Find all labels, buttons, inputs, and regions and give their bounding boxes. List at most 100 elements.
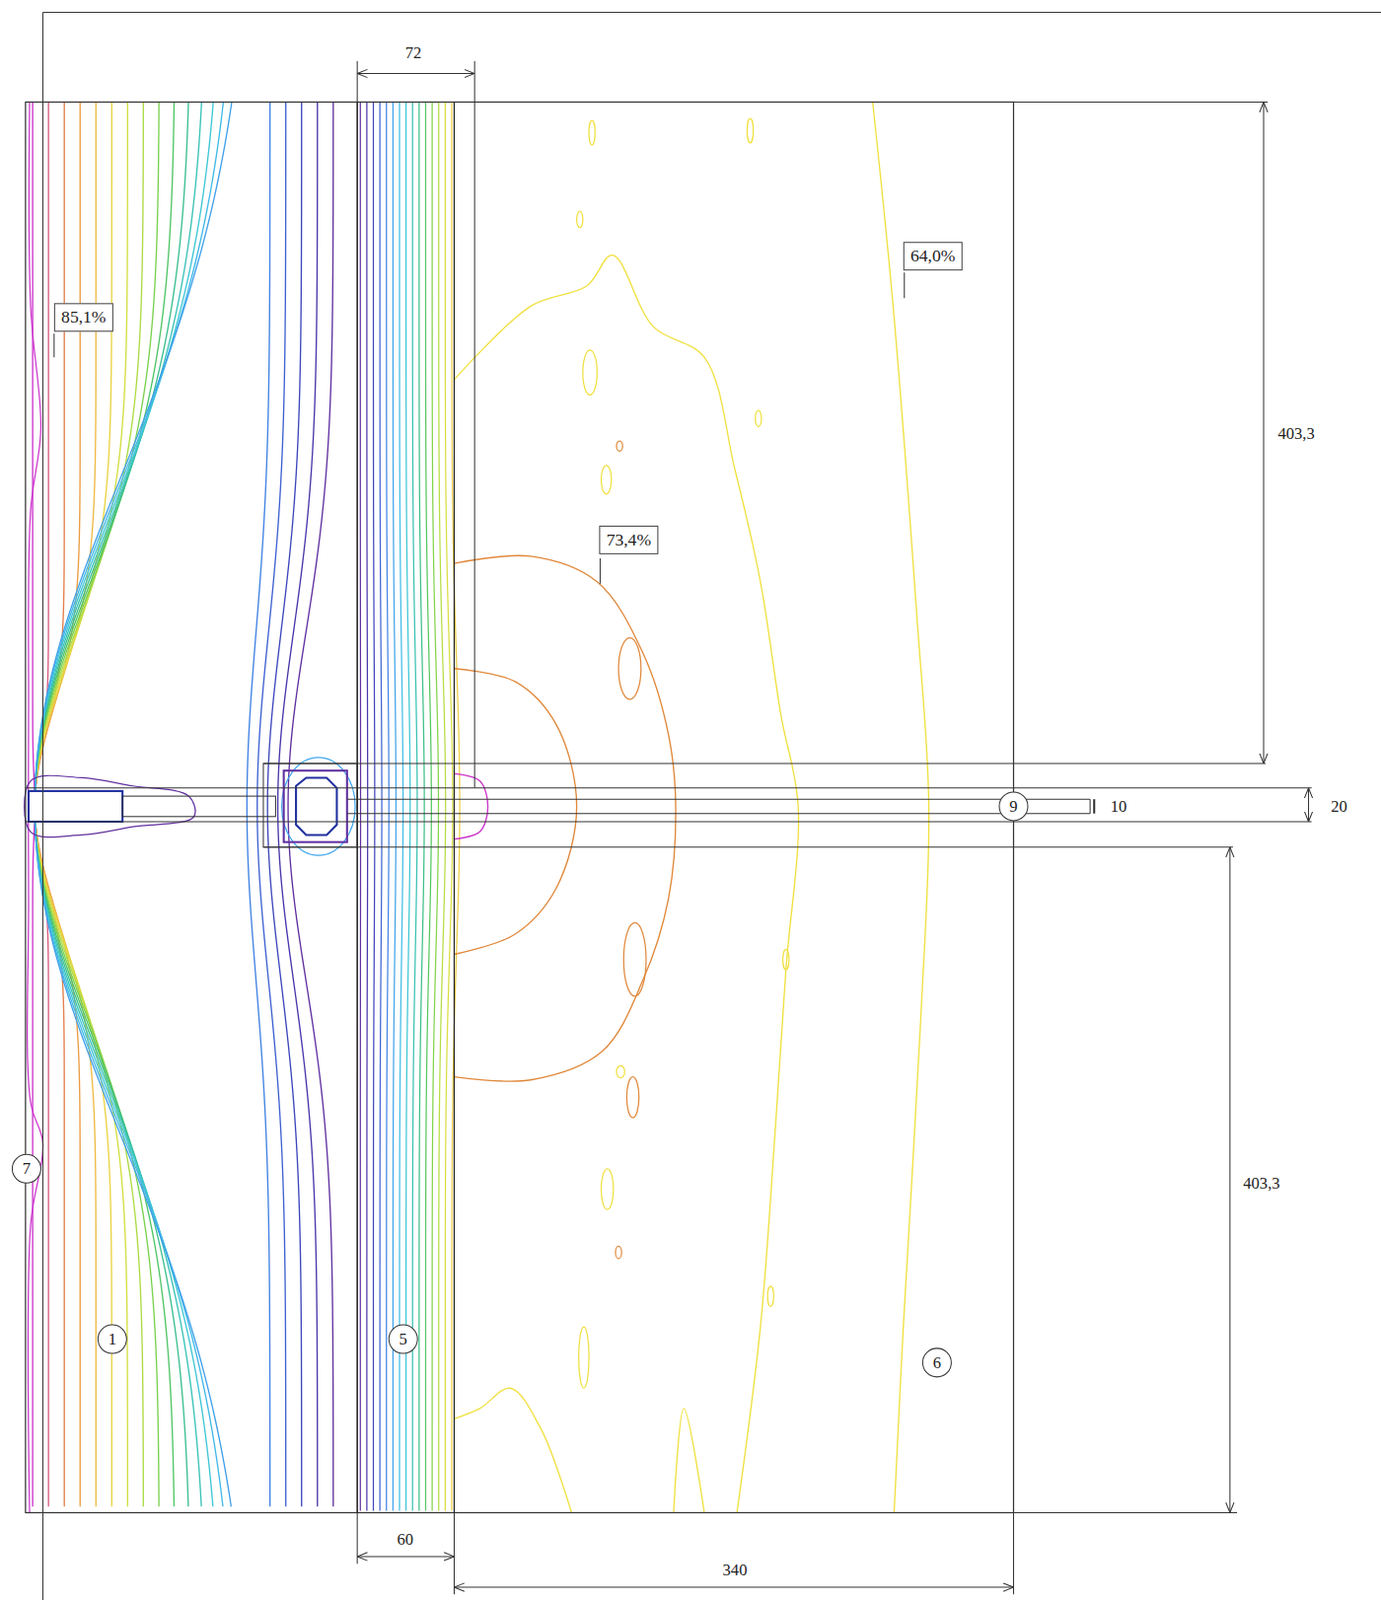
contour-line	[373, 101, 375, 1511]
contour-blob	[588, 120, 595, 146]
node-text: 73,4%	[606, 529, 652, 550]
callout-number: 1	[96, 1323, 128, 1355]
frame-line	[25, 787, 1312, 789]
frame-line	[1090, 799, 1091, 813]
contour-line	[399, 101, 404, 1511]
leader-line	[599, 558, 601, 584]
node-text: 9	[998, 791, 1029, 822]
dimension-line	[357, 1555, 454, 1557]
frame-line	[263, 762, 1266, 764]
contour-line	[453, 255, 799, 1514]
frame-line	[42, 11, 44, 1600]
contour-line	[451, 101, 460, 1511]
frame-line	[453, 1512, 455, 1595]
dimension-line	[1229, 847, 1231, 1514]
contour-line	[288, 101, 334, 1507]
dimension-line	[357, 72, 475, 74]
contour-line	[392, 101, 396, 1511]
contour-line	[24, 775, 196, 837]
value-box: 73,4%	[598, 525, 658, 555]
frame-line	[1013, 1512, 1237, 1514]
contour-blob	[600, 465, 611, 495]
frame-line	[1013, 1512, 1015, 1595]
contour-line	[453, 555, 676, 1082]
frame-line	[25, 820, 1312, 822]
contour-blob	[616, 1065, 625, 1078]
dimension-label: 60	[394, 1529, 416, 1549]
callout-number: 5	[387, 1323, 419, 1355]
leader-line	[903, 272, 905, 298]
wall-outline	[25, 101, 1015, 1513]
contour-line	[412, 101, 418, 1511]
frame-line	[357, 61, 359, 102]
node-text: 64,0%	[910, 245, 955, 266]
contours	[24, 101, 930, 1513]
anchor-nut	[295, 777, 337, 835]
dimension-label: 340	[721, 1560, 750, 1580]
frame-line	[263, 846, 1234, 848]
contour-blob	[623, 922, 647, 997]
frame-line	[42, 11, 1381, 13]
contour-blob	[577, 211, 583, 228]
callout-number: 6	[921, 1347, 952, 1379]
contour-line	[282, 757, 357, 856]
frame-line	[347, 812, 1091, 814]
dimension-label: 403,3	[1240, 1174, 1282, 1194]
frame-line	[474, 61, 476, 102]
contour-line	[419, 101, 425, 1511]
contour-line	[379, 101, 382, 1511]
callout-number: 9	[998, 791, 1029, 822]
contour-line	[425, 101, 432, 1511]
contour-line	[360, 101, 363, 1511]
leader-line	[53, 333, 55, 358]
dimension-label: 72	[403, 43, 425, 63]
contour-line	[432, 101, 438, 1511]
contour-blob	[755, 410, 762, 428]
contour-blob	[783, 948, 790, 970]
contour-line	[673, 1408, 705, 1514]
callout-number: 7	[10, 1153, 42, 1184]
contour-blob	[582, 350, 597, 396]
anchor-washer	[263, 763, 358, 848]
dimension-line	[1262, 101, 1264, 764]
contour-line	[872, 101, 930, 1513]
frame-line	[1013, 101, 1268, 103]
dimension-label: 403,3	[1275, 424, 1316, 443]
layer-boundary	[453, 101, 455, 1513]
contour-line	[386, 101, 389, 1511]
node-text: 6	[921, 1347, 952, 1379]
dimension-label: 10	[1108, 797, 1130, 816]
contour-blob	[626, 1077, 639, 1118]
contour-line	[453, 1387, 572, 1513]
dimension-line	[1308, 788, 1309, 822]
node-text: 1	[96, 1323, 128, 1355]
node-text: 85,1%	[61, 306, 106, 327]
node-text: 5	[387, 1323, 419, 1355]
dimension-line	[1092, 799, 1095, 813]
contour-blob	[746, 118, 753, 144]
value-box: 64,0%	[903, 241, 963, 271]
dimension-label: 20	[1328, 797, 1350, 816]
frame-line	[347, 799, 1091, 800]
contour-line	[438, 101, 446, 1511]
anchor-rod	[122, 796, 276, 817]
contour-blob	[616, 440, 623, 451]
contour-blob	[579, 1326, 589, 1388]
contour-line	[453, 668, 577, 955]
contour-line	[365, 101, 368, 1511]
layer-boundary	[356, 101, 359, 1513]
anchor-nut	[284, 770, 348, 842]
frame	[25, 11, 1381, 1600]
contour-blob	[767, 1286, 774, 1308]
value-box: 85,1%	[54, 302, 114, 332]
dimension-line	[453, 1587, 1014, 1589]
node-text: 7	[10, 1153, 42, 1184]
layer-boundary	[474, 101, 476, 788]
contour-line	[246, 101, 270, 1507]
contour-blob	[618, 638, 642, 700]
contour-line	[453, 773, 488, 839]
contour-blob	[615, 1245, 622, 1258]
contour-line	[406, 101, 411, 1511]
